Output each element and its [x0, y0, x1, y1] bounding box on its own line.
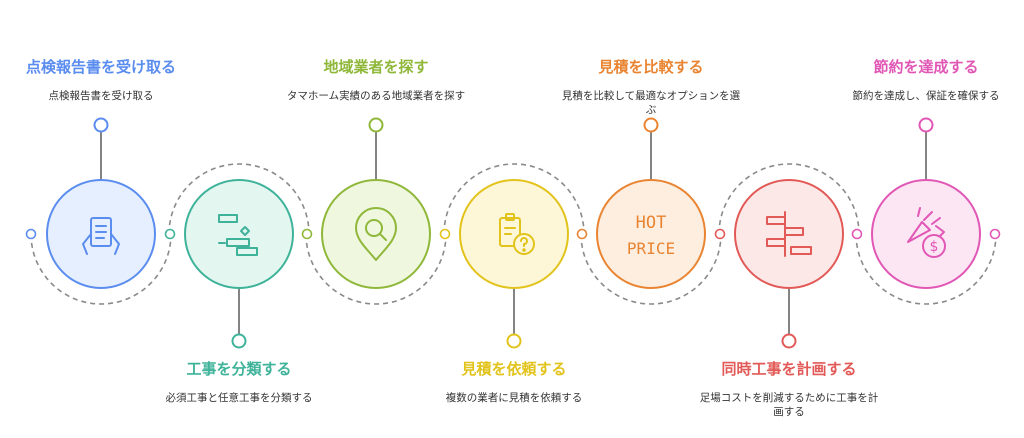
step-description: 複数の業者に見積を依頼する	[445, 392, 583, 404]
stem-dot	[918, 117, 934, 133]
junction-dot	[439, 228, 451, 240]
gantt-plan-icon	[766, 211, 812, 257]
hot-price-icon: HOT PRICE	[627, 213, 675, 258]
step-circle	[459, 179, 569, 289]
junction-dot	[989, 228, 1001, 240]
step-title: 工事を分類する	[186, 360, 292, 378]
stem-dot	[93, 117, 109, 133]
step-title: 点検報告書を受け取る	[25, 58, 176, 76]
junction-dot	[851, 228, 863, 240]
dashed-arc	[855, 233, 997, 305]
step-circle	[46, 179, 156, 289]
step-title: 見積を依頼する	[461, 360, 567, 378]
junction-dot	[25, 228, 37, 240]
dollar-sign: $	[930, 239, 939, 255]
step-title: 地域業者を探す	[323, 58, 429, 76]
step-title: 同時工事を計画する	[721, 360, 857, 378]
dashed-arc	[580, 233, 722, 305]
clipboard-question-icon	[499, 213, 535, 255]
step-description: 足場コストを削減するために工事を計画する	[699, 392, 879, 418]
dashed-arc	[30, 233, 172, 305]
step-title: 節約を達成する	[873, 58, 979, 76]
stem-dot	[506, 333, 522, 349]
step-circle	[321, 179, 431, 289]
step-description: 必須工事と任意工事を分類する	[165, 392, 313, 404]
price-label: PRICE	[627, 239, 675, 258]
step-description: タマホーム実績のある地域業者を探す	[286, 90, 466, 102]
step-circle	[596, 179, 706, 289]
dashed-arc	[718, 163, 860, 235]
step-description: 節約を達成し、保証を確保する	[852, 90, 1000, 102]
dashed-arc	[305, 233, 447, 305]
clipboard-hands-icon	[82, 217, 120, 255]
location-search-icon	[355, 207, 397, 261]
dashed-arc	[443, 163, 585, 235]
junction-dot	[714, 228, 726, 240]
step-description: 見積を比較して最適なオプションを選ぶ	[561, 90, 741, 116]
gantt-classify-icon	[218, 214, 258, 256]
junction-dot	[164, 228, 176, 240]
stem-dot	[231, 333, 247, 349]
step-circle	[871, 179, 981, 289]
step-description: 点検報告書を受け取る	[48, 90, 154, 102]
stem-dot	[368, 117, 384, 133]
dashed-arc	[168, 163, 310, 235]
savings-icon: $	[907, 207, 946, 258]
step-title: 見積を比較する	[598, 58, 704, 76]
junction-dot	[301, 228, 313, 240]
stem-dot	[781, 333, 797, 349]
hot-label: HOT	[636, 213, 667, 233]
step-circle	[184, 179, 294, 289]
stem-dot	[643, 117, 659, 133]
junction-dot	[576, 228, 588, 240]
